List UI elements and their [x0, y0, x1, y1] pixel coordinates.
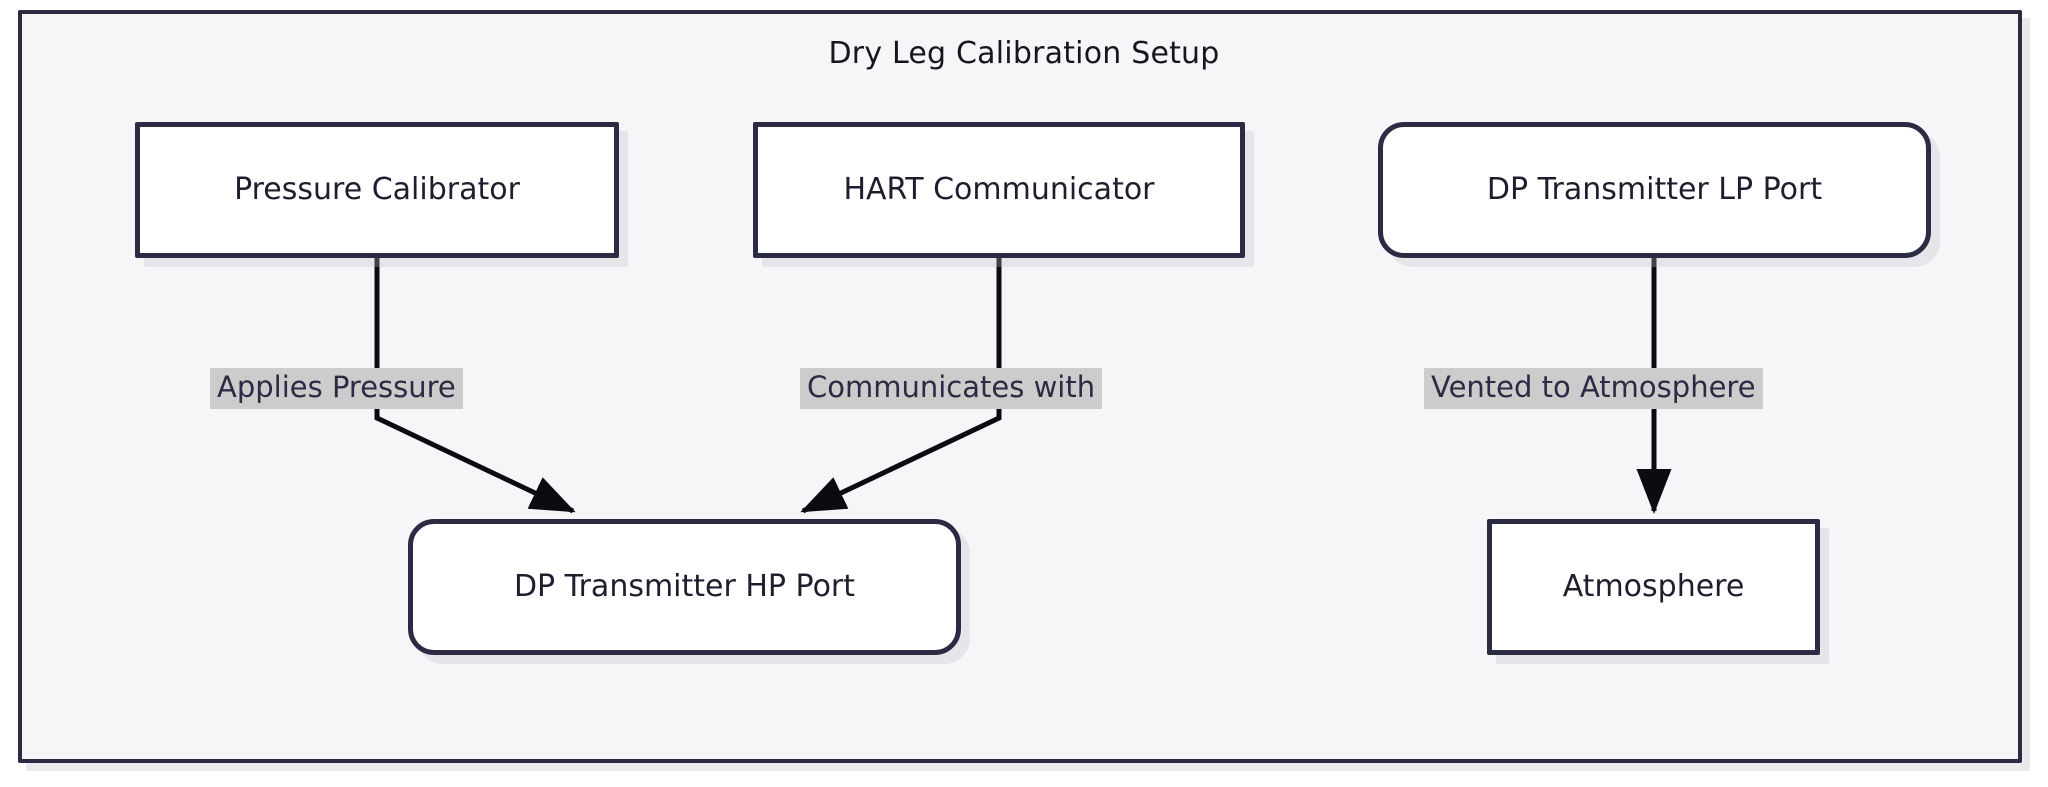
- node-dp-transmitter-hp-port[interactable]: DP Transmitter HP Port: [408, 519, 961, 655]
- node-label: Atmosphere: [1562, 569, 1745, 604]
- node-atmosphere[interactable]: Atmosphere: [1487, 519, 1820, 655]
- node-pressure-calibrator[interactable]: Pressure Calibrator: [135, 122, 619, 258]
- node-dp-transmitter-lp-port[interactable]: DP Transmitter LP Port: [1378, 122, 1931, 258]
- node-label: HART Communicator: [843, 172, 1155, 207]
- node-hart-communicator[interactable]: HART Communicator: [753, 122, 1245, 258]
- edge-label-vented-to-atmosphere: Vented to Atmosphere: [1424, 368, 1763, 409]
- subgraph-title: Dry Leg Calibration Setup: [828, 36, 1220, 71]
- node-label: DP Transmitter LP Port: [1486, 172, 1823, 207]
- node-label: DP Transmitter HP Port: [513, 569, 856, 604]
- edge-label-applies-pressure: Applies Pressure: [210, 368, 463, 409]
- node-label: Pressure Calibrator: [234, 172, 520, 207]
- edge-label-communicates-with: Communicates with: [800, 368, 1103, 409]
